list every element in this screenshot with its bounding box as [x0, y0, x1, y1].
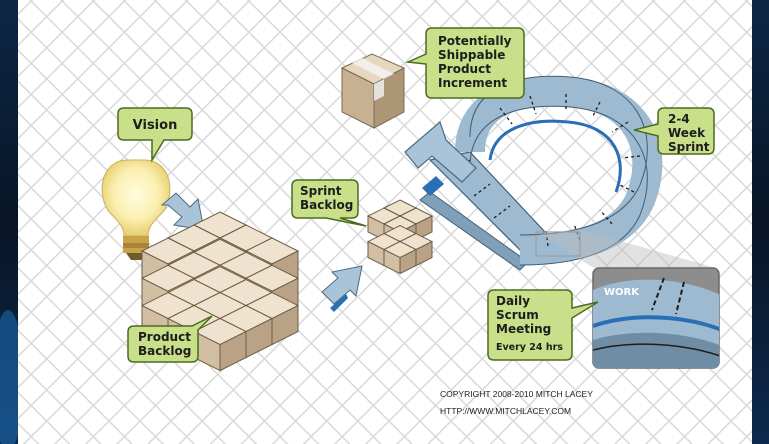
sprint-backlog-cubes: [366, 199, 434, 275]
sprint-backlog-label: Sprint Backlog: [300, 184, 353, 212]
vision-label: Vision: [133, 118, 178, 133]
daily-scrum-line-1: Daily: [496, 294, 530, 308]
sprint-backlog-cube: [382, 241, 418, 275]
zoom-connector: [536, 230, 716, 268]
shippable-box-icon: [340, 53, 406, 129]
sprint-duration-callout: 2-4 Week Sprint: [633, 107, 715, 155]
daily-scrum-callout: Daily Scrum Meeting Every 24 hrs: [487, 289, 599, 361]
increment-line-2: Shippable: [438, 48, 505, 62]
copyright-text: COPYRIGHT 2008-2010 MITCH LACEY: [440, 389, 593, 399]
product-backlog-line-2: Backlog: [138, 344, 191, 358]
vision-callout: Vision: [117, 107, 193, 163]
sprint-duration-label: 2-4 Week Sprint: [668, 112, 710, 154]
sprint-duration-line-2: Week: [668, 126, 706, 140]
increment-line-3: Product: [438, 62, 491, 76]
daily-scrum-line-2: Scrum: [496, 308, 539, 322]
product-backlog-cube: [192, 318, 248, 372]
sprint-backlog-callout: Sprint Backlog: [291, 179, 367, 227]
product-backlog-callout: Product Backlog: [127, 315, 213, 363]
increment-line-1: Potentially: [438, 34, 512, 48]
work-label: WORK: [604, 287, 640, 298]
sprint-backlog-line-2: Backlog: [300, 198, 353, 212]
product-backlog-line-1: Product: [138, 330, 191, 344]
increment-line-4: Increment: [438, 76, 507, 90]
daily-scrum-line-3: Meeting: [496, 322, 551, 336]
arrow-backlog-to-sprint-backlog: [321, 265, 363, 312]
zoom-source-box: [535, 231, 581, 257]
product-backlog-cubes: [140, 211, 300, 372]
sprint-duration-line-3: Sprint: [668, 140, 710, 154]
frame-glow: [0, 310, 24, 444]
increment-callout: Potentially Shippable Product Increment: [405, 27, 525, 99]
website-text: HTTP://WWW.MITCHLACEY.COM: [440, 406, 571, 416]
daily-scrum-frequency: Every 24 hrs: [496, 342, 563, 353]
sprint-duration-line-1: 2-4: [668, 112, 690, 126]
product-backlog-label: Product Backlog: [138, 330, 195, 358]
increment-label: Potentially Shippable Product Increment: [438, 34, 516, 90]
daily-scrum-zoom-panel: WORK: [592, 267, 720, 369]
lightbulb-icon: [101, 159, 171, 260]
daily-scrum-label: Daily Scrum Meeting: [496, 294, 551, 336]
sprint-backlog-line-1: Sprint: [300, 184, 342, 198]
